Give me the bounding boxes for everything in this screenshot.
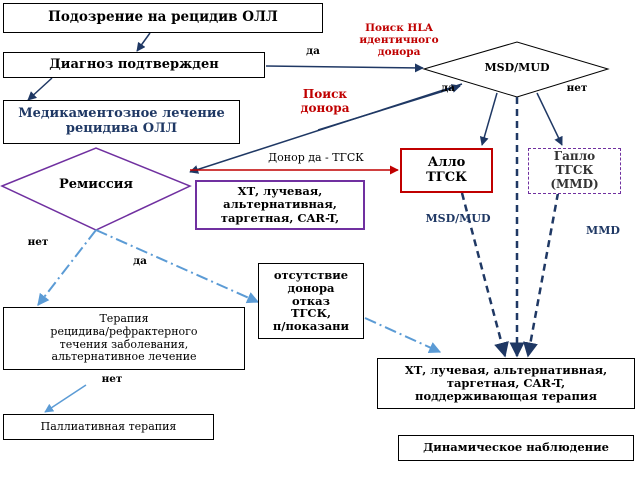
no-donor-line-3: отказ [292, 293, 330, 308]
no-bottom-label: нет [101, 373, 123, 385]
remission-diamond [0, 147, 192, 231]
allo-box: Алло ТГСК [400, 148, 493, 193]
msd-mud-label: MSD/MUD [484, 61, 550, 74]
remission-label: Ремиссия [58, 177, 134, 192]
msd-mud-diamond [422, 41, 610, 98]
arrow-remission-nodonor [95, 229, 260, 304]
diagnosis-box: Диагноз подтвержден [3, 52, 265, 78]
hla-search-label: Поиск HLA идентичного донора [352, 22, 446, 58]
relapse-therapy-line-3: течения заболевания, [59, 337, 189, 351]
haplo-line-3: (MMD) [550, 176, 599, 191]
arrow-suspicion-diagnosis [136, 32, 151, 52]
therapy-options-line-1: ХТ, лучевая, [237, 184, 323, 199]
haplo-box: Гапло ТГСК (MMD) [528, 148, 621, 194]
relapse-therapy-line-2: рецидива/рефрактерного [50, 324, 198, 338]
final-therapy-line-1: ХТ, лучевая, альтернативная, [404, 362, 608, 377]
relapse-therapy-line-4: альтернативное лечение [51, 350, 197, 364]
donor-search-label: Поиск донора [292, 87, 358, 116]
treatment-line-1: Медикаментозное лечение [18, 106, 225, 122]
donor-search-line-1: Поиск [302, 87, 348, 101]
yes-diamond-label: да [441, 82, 455, 94]
allo-line-1: Алло [427, 154, 466, 170]
observation-label: Динамическое наблюдение [423, 440, 609, 455]
no-donor-line-5: п/показани [272, 319, 350, 334]
arrow-remission-msd [317, 84, 461, 131]
final-therapy-box: ХТ, лучевая, альтернативная, таргетная, … [377, 358, 635, 409]
msd-mud-arrow-label: MSD/MUD [425, 212, 491, 225]
arrow-diagnosis-treatment [27, 77, 53, 101]
arrow-nodonor-final [364, 317, 442, 354]
final-therapy-line-3: поддерживающая терапия [415, 389, 597, 404]
donor-search-line-2: донора [300, 100, 350, 115]
observation-box: Динамическое наблюдение [398, 435, 634, 461]
arrow-haplo-final [523, 178, 568, 358]
no-donor-line-4: ТГСК, [290, 306, 332, 321]
hla-search-line-3: донора [377, 46, 421, 59]
no-remission-label: нет [27, 236, 49, 248]
palliative-box: Паллиативная терапия [3, 414, 214, 440]
no-diamond-label: нет [566, 82, 588, 94]
arrow-msd-allo [479, 92, 498, 146]
no-donor-box: отсутствие донора отказ ТГСК, п/показани [258, 263, 364, 339]
relapse-therapy-box: Терапия рецидива/рефрактерного течения з… [3, 307, 245, 370]
therapy-options-box: ХТ, лучевая, альтернативная, таргетная, … [195, 180, 365, 230]
final-therapy-line-2: таргетная, CAR-T, [446, 375, 566, 390]
diagnosis-label: Диагноз подтвержден [49, 56, 219, 72]
arrow-allo-final [451, 178, 509, 358]
arrow-relapse-palliative [44, 384, 87, 413]
palliative-label: Паллиативная терапия [40, 419, 177, 433]
arrow-diagnosis-msd [265, 63, 424, 73]
therapy-options-line-3: таргетная, CAR-T, [220, 210, 340, 225]
donor-yes-label: Донор да - ТГСК [268, 151, 364, 164]
suspicion-label: Подозрение на рецидив ОЛЛ [48, 9, 278, 26]
arrow-remission-relapse [37, 229, 97, 306]
haplo-line-1: Гапло [553, 149, 596, 164]
mmd-arrow-label: MMD [586, 224, 620, 237]
haplo-line-2: ТГСК [555, 163, 594, 178]
therapy-options-line-2: альтернативная, [223, 197, 337, 212]
treatment-box: Медикаментозное лечение рецидива ОЛЛ [3, 100, 240, 144]
arrow-msd-haplo [536, 92, 563, 146]
no-donor-line-2: донора [287, 280, 335, 295]
suspicion-box: Подозрение на рецидив ОЛЛ [3, 3, 323, 33]
treatment-line-2: рецидива ОЛЛ [65, 121, 178, 136]
relapse-therapy-line-1: Терапия [99, 312, 149, 326]
hla-search-line-2: идентичного [359, 34, 439, 47]
no-donor-line-1: отсутствие [273, 267, 349, 282]
yes-top-label: да [306, 45, 320, 57]
allo-line-2: ТГСК [426, 169, 467, 185]
yes-remission-label: да [133, 255, 147, 267]
hla-search-line-1: Поиск HLA [365, 22, 433, 34]
